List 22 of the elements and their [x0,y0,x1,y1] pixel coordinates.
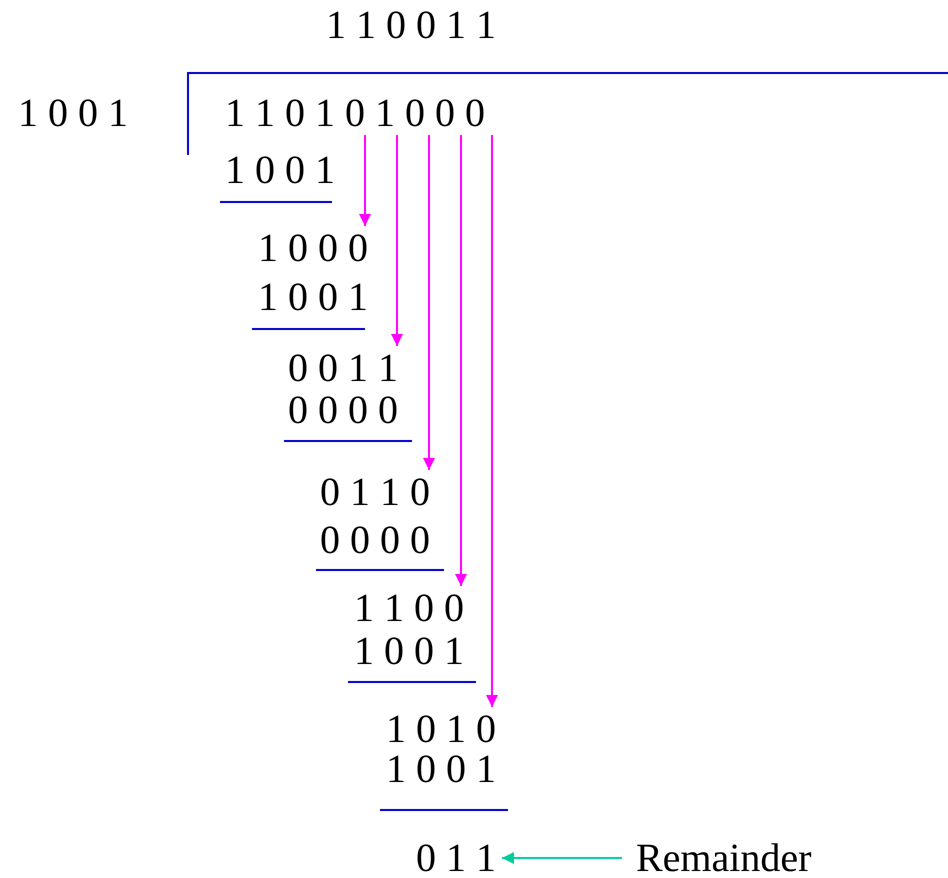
arrow [486,135,498,707]
digit-row: 0 0 0 0 [320,522,430,558]
digit-row: 1 1 0 0 [354,590,464,626]
digit-row: 1 1 0 0 1 1 [326,7,496,43]
digit-row: 0 1 1 [416,840,496,876]
digit-row: 1 0 1 0 [386,711,496,747]
digit-row: 0 1 1 0 [320,474,430,510]
arrow [423,135,435,470]
digit-row: 1 0 0 1 [386,751,496,787]
digit-row: 0 0 0 0 [288,392,398,428]
digit-row: 1 0 0 1 [18,95,128,131]
digit-row: 1 1 0 1 0 1 0 0 0 [225,95,485,131]
arrow [391,135,403,346]
digit-row: 1 0 0 1 [258,279,368,315]
arrow [502,852,622,864]
digit-row: 1 0 0 1 [354,633,464,669]
arrow [455,135,467,586]
digit-row: 0 0 1 1 [288,350,398,386]
digit-row: 1 0 0 1 [225,152,335,188]
digit-row: Remainder [636,840,812,876]
arrow [359,135,371,226]
digit-row: 1 0 0 0 [258,230,368,266]
